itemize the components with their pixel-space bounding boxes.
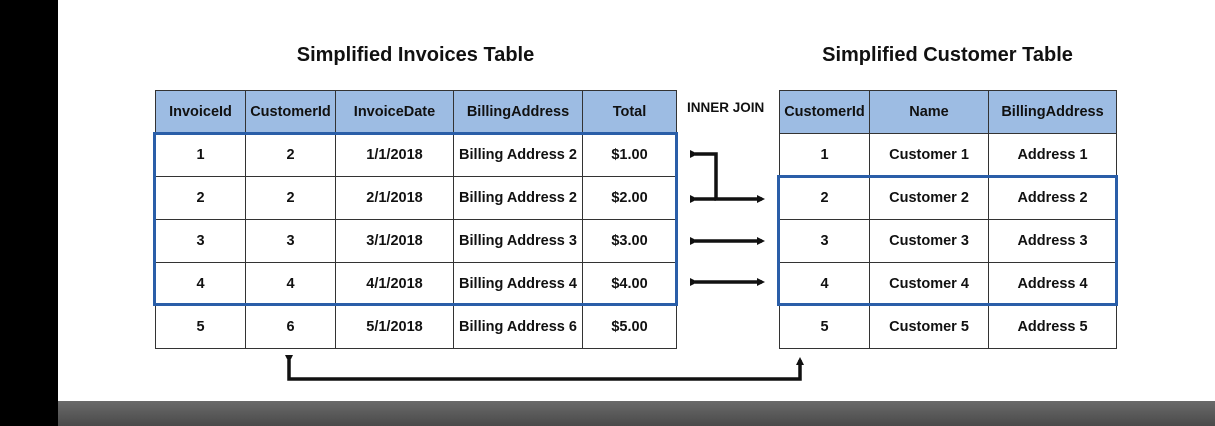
table-row: 2 Customer 2 Address 2 <box>779 176 1117 220</box>
table-row: 4 4 4/1/2018 Billing Address 4 $4.00 <box>155 262 677 306</box>
name-cell: Customer 1 <box>869 133 989 177</box>
invoice-date-cell: 2/1/2018 <box>335 176 454 220</box>
customer-id-cell: 1 <box>779 133 870 177</box>
name-cell: Customer 2 <box>869 176 989 220</box>
name-cell: Customer 3 <box>869 219 989 263</box>
customer-id-cell: 4 <box>779 262 870 306</box>
header-invoiceid: InvoiceId <box>155 90 246 134</box>
customer-table: CustomerId Name BillingAddress 1 Custome… <box>779 90 1117 349</box>
table-row: 5 6 5/1/2018 Billing Address 6 $5.00 <box>155 305 677 349</box>
billing-address-cell: Billing Address 2 <box>453 176 583 220</box>
customer-table-title: Simplified Customer Table <box>822 44 1073 66</box>
total-cell: $5.00 <box>582 305 677 349</box>
customer-id-cell: 4 <box>245 262 336 306</box>
unmatched-connector-arrow <box>285 355 804 381</box>
header-billingaddress: BillingAddress <box>453 90 583 134</box>
invoices-header-row: InvoiceId CustomerId InvoiceDate Billing… <box>155 90 677 134</box>
total-cell: $1.00 <box>582 133 677 177</box>
header-name: Name <box>869 90 989 134</box>
billing-address-cell: Billing Address 4 <box>453 262 583 306</box>
invoices-table: InvoiceId CustomerId InvoiceDate Billing… <box>155 90 677 349</box>
customer-id-cell: 6 <box>245 305 336 349</box>
customer-id-cell: 2 <box>779 176 870 220</box>
invoices-table-title: Simplified Invoices Table <box>296 44 535 66</box>
address-cell: Address 5 <box>988 305 1117 349</box>
invoice-id-cell: 5 <box>155 305 246 349</box>
header-total: Total <box>582 90 677 134</box>
total-cell: $4.00 <box>582 262 677 306</box>
invoice-id-cell: 4 <box>155 262 246 306</box>
address-cell: Address 2 <box>988 176 1117 220</box>
row1-to-customer2-arrow <box>690 150 765 203</box>
inner-join-label: INNER JOIN <box>687 100 765 115</box>
header-customerid: CustomerId <box>245 90 336 134</box>
video-bottom-bar <box>58 401 1215 426</box>
table-row: 1 Customer 1 Address 1 <box>779 133 1117 177</box>
customer-header-row: CustomerId Name BillingAddress <box>779 90 1117 134</box>
invoice-date-cell: 4/1/2018 <box>335 262 454 306</box>
customer-id-cell: 2 <box>245 176 336 220</box>
invoice-date-cell: 3/1/2018 <box>335 219 454 263</box>
table-row: 4 Customer 4 Address 4 <box>779 262 1117 306</box>
table-row: 3 Customer 3 Address 3 <box>779 219 1117 263</box>
invoice-id-cell: 2 <box>155 176 246 220</box>
total-cell: $2.00 <box>582 176 677 220</box>
table-row: 2 2 2/1/2018 Billing Address 2 $2.00 <box>155 176 677 220</box>
header-billingaddress: BillingAddress <box>988 90 1117 134</box>
name-cell: Customer 4 <box>869 262 989 306</box>
address-cell: Address 1 <box>988 133 1117 177</box>
address-cell: Address 3 <box>988 219 1117 263</box>
customer-id-cell: 5 <box>779 305 870 349</box>
customer-id-cell: 2 <box>245 133 336 177</box>
table-row: 5 Customer 5 Address 5 <box>779 305 1117 349</box>
customer-id-cell: 3 <box>245 219 336 263</box>
header-customerid: CustomerId <box>779 90 870 134</box>
invoice-date-cell: 5/1/2018 <box>335 305 454 349</box>
header-invoicedate: InvoiceDate <box>335 90 454 134</box>
invoice-id-cell: 3 <box>155 219 246 263</box>
billing-address-cell: Billing Address 3 <box>453 219 583 263</box>
name-cell: Customer 5 <box>869 305 989 349</box>
invoice-id-cell: 1 <box>155 133 246 177</box>
